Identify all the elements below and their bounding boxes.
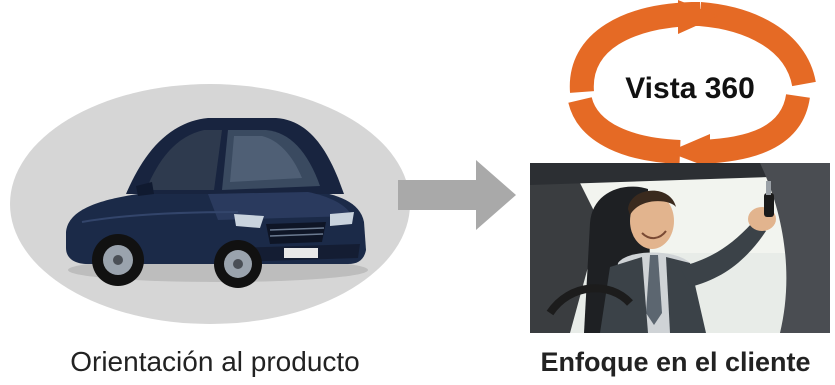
vista-360-label: Vista 360	[625, 72, 755, 105]
driver-photo	[530, 163, 830, 333]
sedan-car-illustration	[66, 118, 368, 288]
arrow-right-icon	[398, 160, 516, 230]
cycle-arrows-icon	[568, 0, 816, 165]
product-orientation-caption: Orientación al producto	[70, 346, 360, 377]
customer-focus-caption: Enfoque en el cliente	[540, 347, 811, 377]
product-ellipse	[10, 84, 410, 324]
